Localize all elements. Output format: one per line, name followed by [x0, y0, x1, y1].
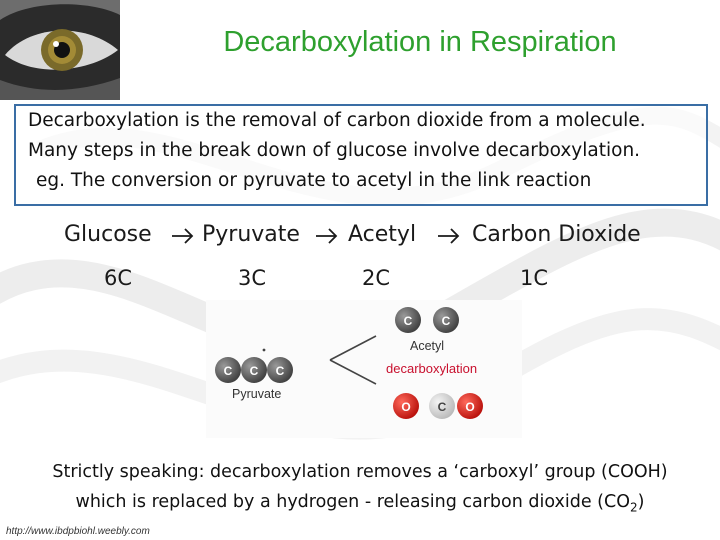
pyruvate-molecule: C C C Pyruvate [215, 348, 293, 401]
definition-line-1: Decarboxylation is the removal of carbon… [28, 110, 646, 131]
carbon-dioxide-molecule: O C O [393, 393, 483, 419]
carbon-atom-label: C [250, 364, 259, 378]
arrow-right-icon [438, 228, 460, 244]
note-line-2-suffix: ) [637, 492, 645, 512]
note-line-1: Strictly speaking: decarboxylation remov… [52, 462, 668, 482]
carbon-count-pyruvate: 3C [238, 266, 267, 290]
carbon-count-co2: 1C [520, 266, 549, 290]
split-line-lower [329, 359, 377, 385]
acetyl-molecule: C C Acetyl [395, 307, 459, 353]
pathway-step-acetyl: Acetyl [348, 222, 417, 247]
carbon-atom-label: C [442, 314, 451, 328]
arrow-right-icon [172, 228, 194, 244]
carbon-atom-label: C [276, 364, 285, 378]
oxygen-atom-label: O [465, 400, 474, 414]
eye-photo [0, 0, 120, 100]
carbon-count-acetyl: 2C [362, 266, 391, 290]
note-line-2-subscript: 2 [630, 500, 638, 515]
note-line-2: which is replaced by a hydrogen - releas… [0, 492, 720, 515]
oxygen-atom-label: O [401, 400, 410, 414]
carbon-atom-label: C [438, 400, 447, 414]
arrow-right-icon [316, 228, 338, 244]
split-line-upper [329, 335, 377, 361]
pathway-step-carbon-dioxide: Carbon Dioxide [472, 222, 641, 247]
carbon-count-glucose: 6C [104, 266, 133, 290]
carbon-atom-label: C [404, 314, 413, 328]
definition-line-3: eg. The conversion or pyruvate to acetyl… [36, 170, 592, 191]
definition-box: Decarboxylation is the removal of carbon… [14, 104, 708, 206]
note-line-2-text: which is replaced by a hydrogen - releas… [75, 492, 631, 512]
acetyl-label: Acetyl [410, 339, 444, 353]
pathway-step-glucose: Glucose [64, 222, 152, 247]
slide-title: Decarboxylation in Respiration [223, 26, 617, 58]
carbon-atom-label: C [224, 364, 233, 378]
footer-url: http://www.ibdpbiohl.weebly.com [6, 526, 150, 537]
decarboxylation-diagram: C C C Pyruvate C C Acetyl decarboxylatio… [206, 300, 522, 438]
definition-line-2: Many steps in the break down of glucose … [28, 140, 641, 161]
pyruvate-label: Pyruvate [232, 387, 281, 401]
decarboxylation-label: decarboxylation [386, 361, 477, 376]
pathway-step-pyruvate: Pyruvate [202, 222, 300, 247]
